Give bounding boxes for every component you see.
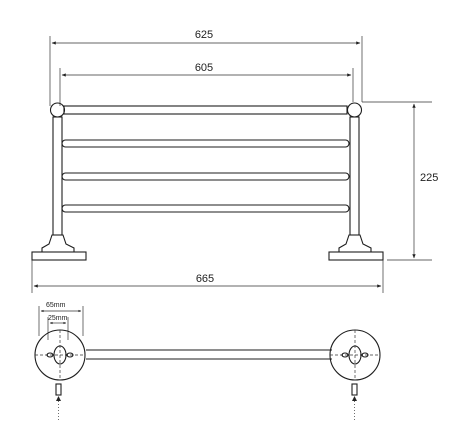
dimension-225: 225 [362, 101, 438, 261]
right-post [328, 102, 384, 261]
dimension-625: 625 [49, 29, 363, 106]
plan-view: 65mm 25mm [34, 302, 381, 420]
dimension-605-label: 605 [195, 62, 213, 74]
dimension-65mm-label: 65mm [46, 302, 66, 309]
bar-3 [61, 204, 350, 213]
top-rail [63, 105, 348, 115]
left-flange [34, 329, 86, 420]
left-post [31, 102, 87, 261]
dimension-605: 605 [59, 62, 354, 106]
dimension-25mm: 25mm [47, 315, 69, 340]
right-flange [329, 329, 381, 420]
bar-2 [61, 172, 350, 181]
dimension-665-label: 665 [196, 273, 214, 285]
front-elevation: 625 605 225 [31, 29, 438, 293]
dimension-25mm-label: 25mm [48, 315, 68, 322]
dimension-625-label: 625 [195, 29, 213, 41]
plan-bar [86, 349, 332, 360]
dimension-665: 665 [31, 260, 384, 293]
bar-1 [61, 139, 350, 148]
dimension-65mm: 65mm [38, 302, 84, 336]
dimension-225-label: 225 [420, 172, 438, 184]
